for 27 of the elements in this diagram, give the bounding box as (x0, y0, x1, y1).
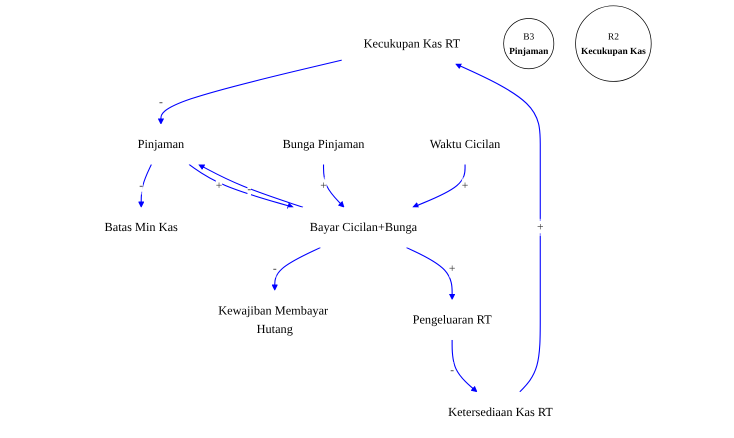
edge-label: + (462, 179, 468, 192)
edge-label: - (247, 182, 252, 196)
edge-label: + (448, 262, 456, 275)
node-text: Bunga Pinjaman (282, 137, 364, 152)
edge-label: - (450, 364, 454, 376)
edge-label: + (320, 179, 327, 192)
node-circle: R2 Kecukupan Kas (575, 5, 652, 82)
node-text: Pengeluaran RT (412, 312, 492, 326)
node-text: Pinjaman (138, 137, 184, 152)
node-text: Kewajiban Membayar Hutang (218, 303, 328, 336)
node-text: Bayar Cicilan+Bunga (310, 220, 418, 234)
arrow (322, 164, 344, 208)
node-text: Waktu Cicilan (430, 137, 500, 152)
edge-label: + (216, 179, 222, 192)
edge-label: - (139, 179, 144, 192)
arrow (452, 340, 478, 392)
node-circle: B3 Pinjaman (503, 18, 554, 70)
arrow (198, 164, 304, 208)
arrow (455, 63, 541, 392)
node-text: Ketersediaan Kas RT (448, 404, 553, 419)
node-text: Kecukupan Kas RT (364, 36, 460, 50)
edge-label: - (158, 96, 163, 109)
edge-label: - (272, 262, 277, 275)
edge-label: + (536, 220, 544, 234)
node-text: Batas Min Kas (104, 220, 178, 234)
arrow (188, 164, 294, 209)
arrow (412, 164, 466, 208)
